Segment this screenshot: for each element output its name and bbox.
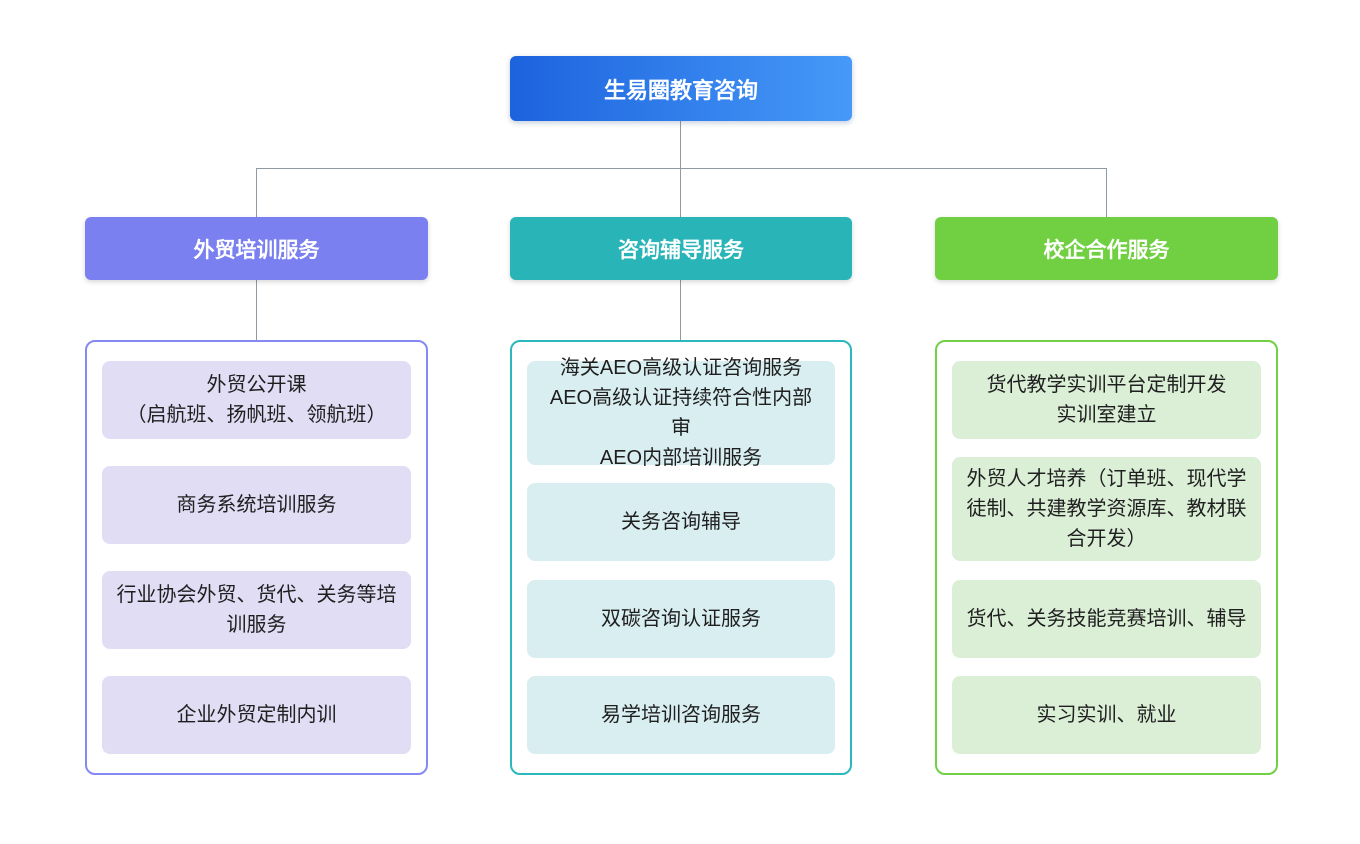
service-item[interactable]: 关务咨询辅导: [527, 483, 835, 562]
service-item[interactable]: 外贸公开课 （启航班、扬帆班、领航班）: [102, 361, 411, 439]
branch-header-consulting-coaching[interactable]: 咨询辅导服务: [510, 217, 852, 280]
branch-group-consulting-coaching: 海关AEO高级认证咨询服务 AEO高级认证持续符合性内部审 AEO内部培训服务 …: [510, 340, 852, 775]
service-item[interactable]: 企业外贸定制内训: [102, 676, 411, 754]
service-item[interactable]: 行业协会外贸、货代、关务等培训服务: [102, 571, 411, 649]
service-item[interactable]: 海关AEO高级认证咨询服务 AEO高级认证持续符合性内部审 AEO内部培训服务: [527, 357, 835, 469]
service-item[interactable]: 外贸人才培养（订单班、现代学徒制、共建教学资源库、教材联合开发）: [952, 457, 1261, 562]
service-item[interactable]: 商务系统培训服务: [102, 466, 411, 544]
branch-header-school-enterprise-cooperation[interactable]: 校企合作服务: [935, 217, 1278, 280]
connector-horizontal-rail: [256, 168, 1107, 169]
service-item[interactable]: 实习实训、就业: [952, 675, 1261, 754]
service-item[interactable]: 货代教学实训平台定制开发 实训室建立: [952, 361, 1261, 439]
connector-branch3-drop: [1106, 168, 1107, 217]
service-item[interactable]: 货代、关务技能竞赛培训、辅导: [952, 579, 1261, 658]
service-item[interactable]: 易学培训咨询服务: [527, 675, 835, 754]
branch-group-school-enterprise-cooperation: 货代教学实训平台定制开发 实训室建立 外贸人才培养（订单班、现代学徒制、共建教学…: [935, 340, 1278, 775]
connector-branch2-drop: [680, 168, 681, 217]
connector-root-stem: [680, 121, 681, 168]
connector-branch2-to-group: [680, 280, 681, 340]
branch-header-foreign-trade-training[interactable]: 外贸培训服务: [85, 217, 428, 280]
connector-branch1-to-group: [256, 280, 257, 340]
branch-group-foreign-trade-training: 外贸公开课 （启航班、扬帆班、领航班） 商务系统培训服务 行业协会外贸、货代、关…: [85, 340, 428, 775]
root-node[interactable]: 生易圈教育咨询: [510, 56, 852, 121]
service-item[interactable]: 双碳咨询认证服务: [527, 579, 835, 658]
connector-branch1-drop: [256, 168, 257, 217]
